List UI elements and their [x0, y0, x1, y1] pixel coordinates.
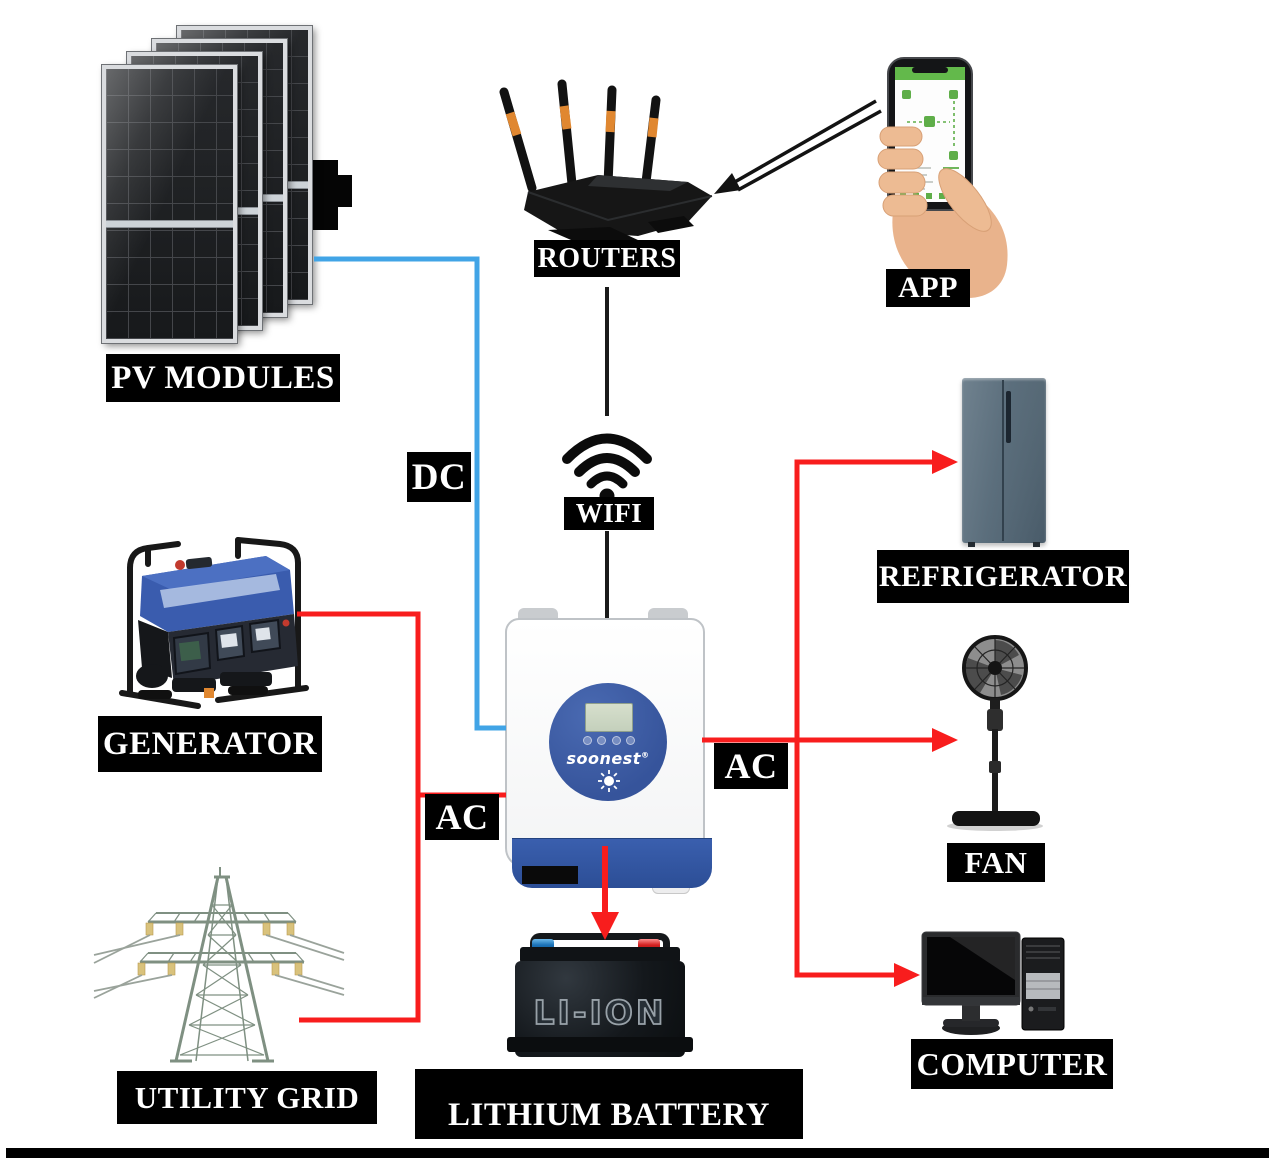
signal-line-app-to-router-1 [732, 99, 877, 185]
arrowhead-router [714, 173, 741, 194]
router-body [524, 175, 713, 243]
fan-base [952, 811, 1040, 826]
signal-line-app-to-router-2 [737, 109, 882, 192]
label-pv-modules: PV MODULES [106, 354, 340, 402]
label-dc: DC [407, 452, 471, 502]
generator-tank-stripe [160, 574, 280, 608]
inverter-lcd-screen [585, 703, 633, 732]
hand-fingers [877, 126, 992, 232]
label-routers: ROUTERS [534, 240, 680, 277]
label-fan: FAN [947, 843, 1045, 882]
router-antennas [499, 79, 661, 193]
bottom-border-bar [6, 1148, 1269, 1158]
phone-notch [912, 67, 948, 73]
label-generator: GENERATOR [98, 716, 322, 772]
hand-thumb [938, 168, 992, 232]
sun-icon [598, 770, 620, 792]
fan-image [947, 635, 1043, 831]
pv-panel-1 [101, 64, 238, 344]
arrowhead-battery [591, 912, 619, 940]
label-ac-output: AC [714, 743, 788, 789]
label-utility-grid: UTILITY GRID [117, 1071, 377, 1124]
battery-casing-text: LI-ION [533, 992, 667, 1033]
inverter-body: soonest® [505, 618, 712, 888]
computer-tower [1021, 937, 1065, 1031]
utility-grid-image [93, 867, 345, 1063]
inverter-brand-logo: soonest® [566, 749, 650, 768]
arrowhead-fan [932, 728, 958, 752]
inverter-image: soonest® [500, 600, 712, 900]
refrigerator-handle [1006, 391, 1011, 443]
router-image [499, 79, 713, 243]
arrowhead-refrigerator [932, 450, 958, 474]
pv-junction-box-2 [338, 175, 352, 207]
label-ac-input: AC [425, 794, 499, 840]
refrigerator-image [962, 378, 1046, 547]
computer-image [921, 931, 1065, 1035]
power-wires [93, 934, 345, 999]
ac-line-generator-to-grid [297, 611, 421, 1023]
inverter-front-circle: soonest® [549, 683, 667, 801]
label-lithium-battery: LITHIUM BATTERY [415, 1069, 803, 1139]
label-computer: COMPUTER [911, 1039, 1113, 1089]
lithium-battery-image: LI-ION [505, 925, 695, 1060]
generator-engine [136, 620, 272, 692]
pv-modules-image [90, 20, 370, 365]
inverter-cable-gland [522, 866, 578, 884]
arrowhead-computer [894, 963, 920, 987]
generator-image [119, 537, 309, 709]
ac-line-inverter-to-refrigerator [794, 459, 934, 740]
label-refrigerator: REFRIGERATOR [877, 550, 1129, 603]
label-app: APP [886, 269, 970, 307]
app-phone-image [877, 57, 1008, 299]
dc-line-pv-to-inverter [314, 256, 506, 731]
ac-line-inverter-to-computer [794, 740, 896, 978]
pv-junction-box [312, 160, 338, 230]
label-wifi: WIFI [564, 497, 654, 530]
inverter-buttons [583, 736, 635, 745]
